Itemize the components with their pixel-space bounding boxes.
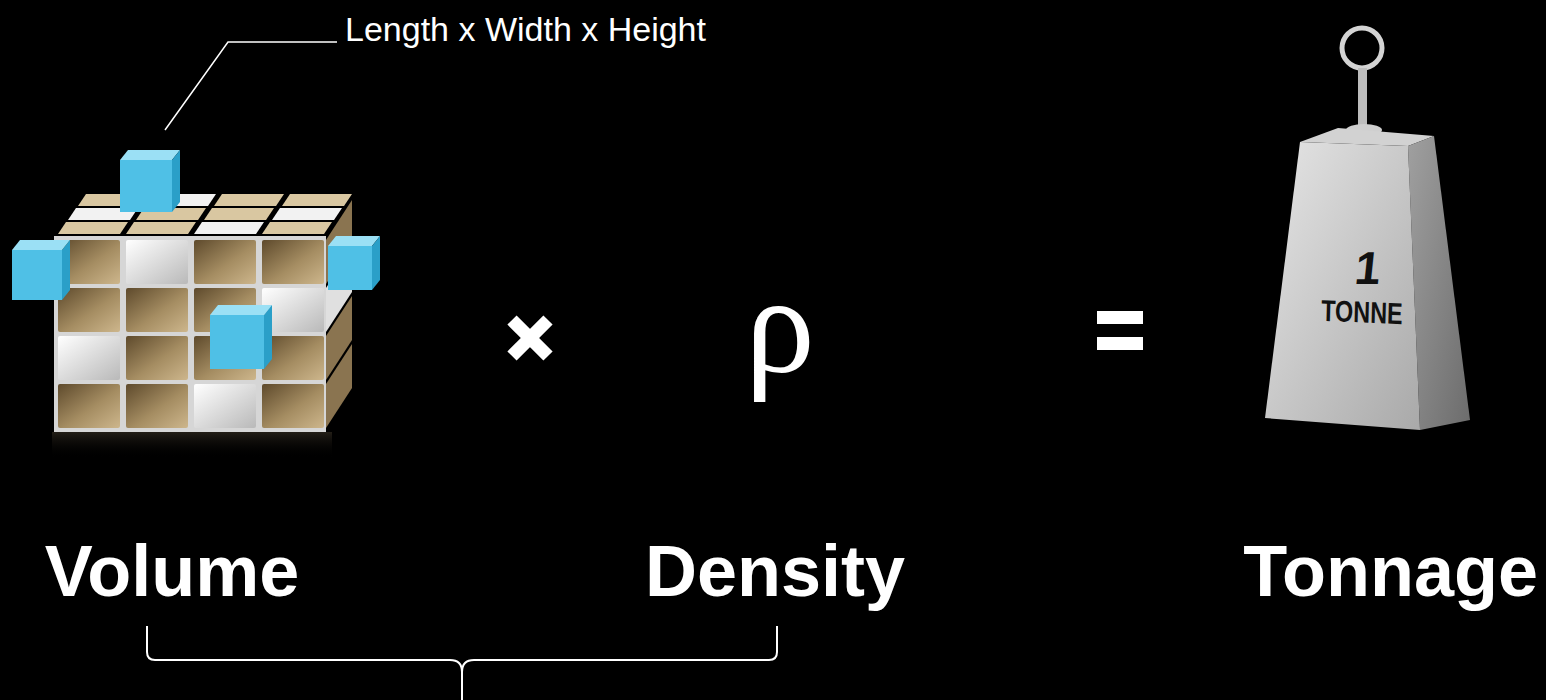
equals-sign	[1097, 311, 1143, 350]
blue-cube-front	[120, 160, 172, 212]
dimension-label: Length x Width x Height	[345, 11, 706, 48]
density-symbol: ρ	[745, 255, 815, 395]
cube-block	[58, 336, 120, 380]
cube-block	[262, 240, 324, 284]
term-label: Density	[645, 532, 905, 611]
weight-unit: TONNE	[1321, 294, 1403, 331]
cube-block	[262, 384, 324, 428]
blue-cube-top	[328, 236, 380, 246]
cube-block	[126, 240, 188, 284]
cube-block	[58, 288, 120, 332]
cube-block	[58, 222, 128, 234]
weight-number: 1	[1353, 243, 1384, 294]
cube-block	[262, 222, 332, 234]
weight-front	[1265, 142, 1420, 430]
blue-cube	[210, 305, 272, 369]
blue-cube-front	[328, 246, 372, 290]
blue-cube-front	[12, 250, 62, 300]
cube-reflection	[52, 432, 332, 458]
cube-block	[126, 336, 188, 380]
cube-block	[214, 194, 284, 206]
cube-block	[194, 240, 256, 284]
cube-block	[194, 384, 256, 428]
tonne-weight	[1265, 28, 1470, 430]
blue-cube-side	[172, 150, 180, 212]
blue-cube-front	[210, 315, 264, 369]
weight-stem	[1358, 68, 1367, 128]
blue-cube-side	[372, 236, 380, 290]
equals-bar	[1097, 311, 1143, 324]
blue-cube-top	[210, 305, 272, 315]
cube-block	[58, 384, 120, 428]
multiply-sign	[512, 320, 548, 356]
cube-block	[126, 288, 188, 332]
cube-side	[326, 344, 352, 428]
cube-body	[54, 236, 326, 432]
blue-cube-side	[62, 240, 70, 300]
cube-block	[126, 384, 188, 428]
blue-cube-side	[264, 305, 272, 369]
blue-cube-top	[12, 240, 70, 250]
cube-block	[204, 208, 274, 220]
cube-block	[126, 222, 196, 234]
term-label: Volume	[45, 532, 300, 611]
blue-cube	[328, 236, 380, 290]
volume-cube	[12, 150, 380, 458]
cube-block	[272, 208, 342, 220]
grouping-bracket	[147, 626, 777, 700]
term-label: Tonnage	[1243, 532, 1538, 611]
cube-block	[282, 194, 352, 206]
multiply-stroke	[512, 320, 548, 356]
multiply-stroke	[512, 320, 548, 356]
blue-cube	[12, 240, 70, 300]
weight-ring	[1342, 28, 1382, 68]
blue-cube-top	[120, 150, 180, 160]
cube-block	[194, 222, 264, 234]
blue-cube	[120, 150, 180, 212]
equals-bar	[1097, 337, 1143, 350]
leader-line	[165, 42, 337, 130]
